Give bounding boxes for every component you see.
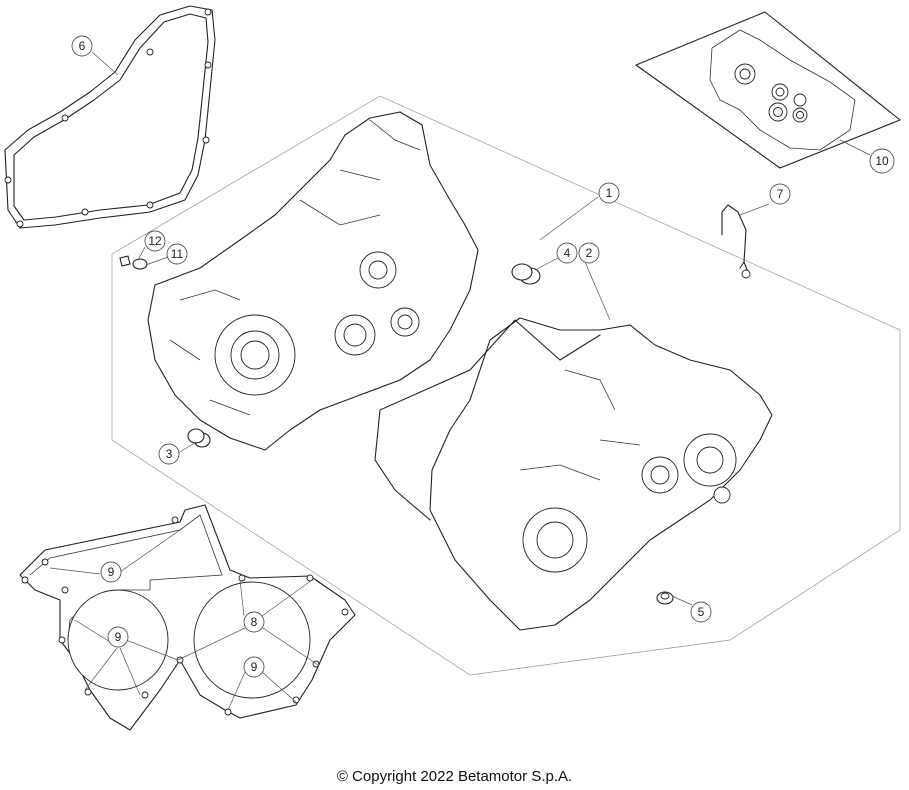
- svg-text:1: 1: [606, 186, 613, 200]
- gasket-kit: [635, 11, 901, 169]
- svg-text:4: 4: [564, 246, 571, 260]
- svg-text:6: 6: [79, 39, 86, 53]
- bushing-3: [187, 428, 211, 448]
- leader-lines: [49, 51, 871, 711]
- svg-text:12: 12: [148, 234, 162, 248]
- bushing-4: [511, 263, 541, 285]
- callout-9-b: 9: [107, 626, 129, 648]
- callout-8: 8: [243, 611, 265, 633]
- wire-clip: [721, 204, 749, 273]
- callout-2: 2: [578, 242, 600, 264]
- callout-11: 11: [166, 243, 188, 265]
- screw-12-washer-11: [119, 255, 148, 270]
- svg-text:3: 3: [166, 447, 173, 461]
- assembly-guide-box: [111, 95, 901, 676]
- plug-5: [656, 591, 674, 605]
- copyright-notice: © Copyright 2022 Betamotor S.p.A.: [336, 768, 573, 785]
- svg-text:9: 9: [251, 660, 258, 674]
- svg-text:2: 2: [586, 246, 593, 260]
- cylinder-base-gaskets: [19, 504, 356, 731]
- callout-9-a: 9: [100, 561, 122, 583]
- svg-text:9: 9: [108, 565, 115, 579]
- svg-text:9: 9: [115, 630, 122, 644]
- callout-6: 6: [71, 35, 93, 57]
- svg-text:5: 5: [698, 605, 705, 619]
- callout-10: 10: [869, 148, 895, 174]
- svg-text:11: 11: [171, 247, 184, 261]
- clutch-cover-gasket: [4, 5, 216, 229]
- svg-text:8: 8: [251, 615, 258, 629]
- callout-3: 3: [158, 443, 180, 465]
- callout-9-c: 9: [243, 656, 265, 678]
- svg-text:7: 7: [777, 187, 784, 201]
- callout-4: 4: [556, 242, 578, 264]
- callout-1: 1: [598, 182, 620, 204]
- callout-5: 5: [690, 601, 712, 623]
- right-crankcase-half: [374, 317, 773, 631]
- callout-7: 7: [769, 183, 791, 205]
- callout-12: 12: [144, 230, 166, 252]
- left-crankcase-half: [147, 111, 479, 451]
- svg-text:10: 10: [875, 154, 889, 168]
